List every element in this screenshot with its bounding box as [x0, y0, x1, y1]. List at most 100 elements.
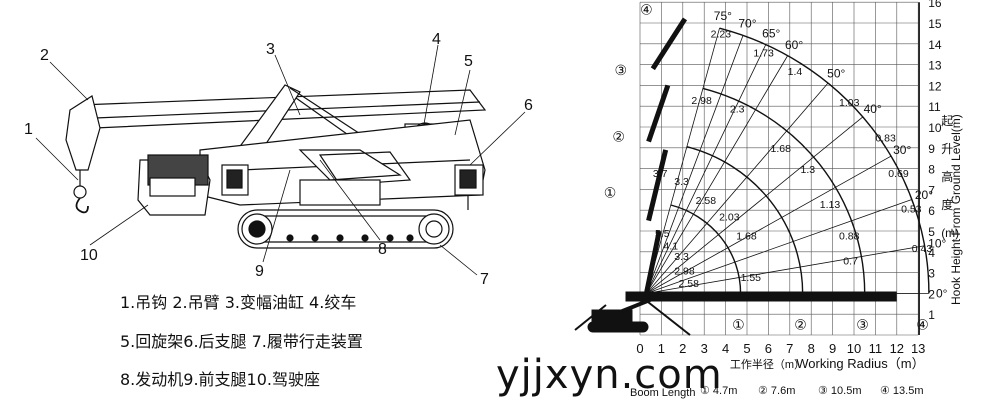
mini-crane-silhouette	[574, 291, 897, 336]
y-tick-label: 14	[928, 38, 942, 52]
y-tick-label: 5	[928, 225, 935, 239]
y-axis-label-cn: 度	[941, 197, 953, 212]
callout-3: 3	[266, 41, 275, 58]
angle-label: 50°	[827, 67, 845, 81]
y-axis-label-cn: (m)	[941, 226, 959, 240]
y-tick-label: 4	[928, 246, 935, 260]
x-tick-label: 5	[743, 341, 750, 356]
load-value: 3.3	[674, 176, 689, 188]
y-axis-label-cn: 高	[941, 169, 953, 184]
y-tick-label: 2	[928, 287, 935, 301]
boom-section	[646, 149, 669, 222]
y-axis-label-cn: 升	[941, 142, 953, 156]
legend-line-3: 8.发动机9.前支腿10.驾驶座	[120, 370, 320, 389]
x-axis-label-en: Working Radius（m）	[796, 356, 924, 371]
load-value: 2.98	[674, 266, 695, 278]
boom-head	[65, 95, 101, 171]
load-value: 2.23	[711, 29, 732, 41]
y-tick-label: 15	[928, 17, 942, 31]
angle-ray	[646, 155, 892, 294]
angle-ray	[646, 35, 744, 294]
load-value: 1.03	[839, 97, 860, 109]
boom-id-left: ③	[614, 62, 627, 78]
x-tick-label: 7	[786, 341, 793, 356]
x-tick-label: 8	[808, 341, 815, 356]
boom-arc	[670, 204, 742, 294]
angle-label: 60°	[785, 38, 803, 52]
load-value: 2.3	[730, 103, 745, 115]
angle-label: 75°	[714, 9, 732, 23]
angle-label: 30°	[893, 143, 911, 157]
y-tick-label: 10	[928, 121, 942, 135]
watermark: yjjxyn.com	[496, 352, 723, 398]
load-value: 0.69	[888, 168, 909, 180]
x-tick-label: 10	[847, 341, 861, 356]
load-value: 0.83	[875, 133, 896, 145]
y-tick-label: 8	[928, 163, 935, 177]
load-value: 1.55	[741, 272, 762, 284]
y-tick-label: 12	[928, 79, 942, 93]
boom-section	[650, 17, 688, 71]
load-value: 1.3	[801, 164, 816, 176]
boom-id-left: ①	[604, 185, 617, 201]
boom-length-value: ① 4.7m	[700, 385, 737, 397]
load-value: 3.7	[653, 168, 668, 180]
boom-section	[646, 84, 671, 143]
y-tick-label: 16	[928, 0, 942, 10]
callout-9: 9	[255, 263, 264, 280]
load-value: 1.68	[736, 230, 757, 242]
x-tick-label: 4	[722, 341, 729, 356]
boom-length-value: ② 7.6m	[758, 385, 795, 397]
y-axis-label-en: Hook Height From Ground Level(m)	[949, 114, 963, 305]
callout-2: 2	[40, 47, 49, 64]
load-value: 1.4	[788, 66, 803, 78]
angle-ray	[646, 82, 829, 294]
y-tick-label: 6	[928, 204, 935, 218]
callout-1: 1	[24, 121, 33, 138]
y-tick-label: 1	[928, 308, 935, 322]
boom-id-left: ④	[640, 2, 653, 18]
load-value: 3.3	[674, 251, 689, 263]
angle-ray	[646, 245, 925, 294]
angle-label: 40°	[864, 102, 882, 116]
angle-ray	[646, 55, 789, 294]
x-tick-label: 9	[829, 341, 836, 356]
load-value: 4.1	[664, 241, 679, 253]
boom-id-bottom: ③	[856, 317, 869, 333]
load-value: 2.03	[719, 212, 740, 224]
angle-ray	[646, 116, 864, 294]
boom-arc	[702, 87, 866, 294]
angle-ray	[646, 199, 912, 294]
load-value: 0.88	[839, 230, 860, 242]
y-tick-label: 7	[928, 183, 935, 197]
boom-section	[643, 230, 662, 294]
y-tick-label: 3	[928, 267, 935, 281]
x-tick-label: 12	[890, 341, 904, 356]
boom-arc	[719, 27, 930, 294]
load-value: 0.7	[843, 255, 858, 267]
load-value: 2.58	[696, 195, 717, 207]
callout-8: 8	[378, 241, 387, 258]
boom-length-label: Boom Length	[630, 387, 695, 399]
callout-5: 5	[464, 53, 473, 70]
x-tick-label: 2	[679, 341, 686, 356]
y-tick-label: 11	[928, 100, 941, 114]
x-tick-label: 3	[701, 341, 708, 356]
hook-icon	[75, 197, 89, 214]
x-tick-label: 13	[911, 341, 925, 356]
callout-leaders	[35, 44, 526, 276]
callout-7: 7	[480, 271, 489, 288]
angle-label: 10°	[928, 237, 946, 251]
angle-label: 65°	[762, 26, 780, 40]
angle-ray	[646, 44, 767, 294]
x-tick-label: 1	[658, 341, 665, 356]
boom-id-bottom: ④	[916, 317, 929, 333]
load-value: 1.13	[820, 199, 841, 211]
y-tick-label: 9	[928, 142, 935, 156]
angle-label: 0°	[936, 286, 948, 300]
callout-6: 6	[524, 97, 533, 114]
callout-4: 4	[432, 31, 441, 48]
